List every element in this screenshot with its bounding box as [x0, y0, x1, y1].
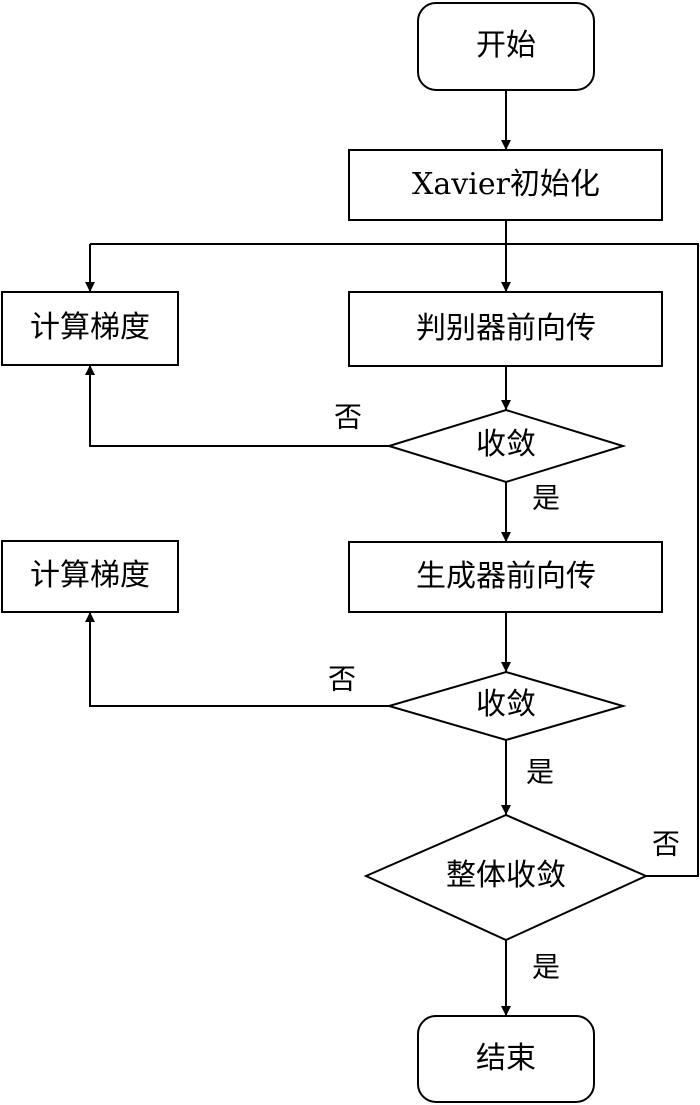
disc-forward-label: 判别器前向传	[416, 311, 596, 346]
disc-gradient-box	[1, 291, 179, 366]
gen-converge-label: 收敛	[476, 687, 536, 722]
disc-gradient-node: 计算梯度	[1, 291, 179, 366]
overall-yes-label: 是	[532, 951, 560, 984]
overall-no-label: 否	[652, 828, 680, 861]
gen-forward-node: 生成器前向传	[348, 541, 663, 613]
end-node: 结束	[417, 1015, 595, 1103]
init-label: Xavier初始化	[412, 167, 600, 202]
start-terminator	[417, 2, 595, 91]
gen-yes-label: 是	[526, 756, 554, 789]
edge-gen-no-to-grad	[85, 612, 389, 707]
disc-gradient-label: 计算梯度	[30, 310, 150, 345]
start-label: 开始	[476, 28, 536, 63]
end-label: 结束	[476, 1041, 536, 1076]
disc-yes-label: 是	[532, 482, 560, 515]
disc-converge-node: 收敛	[385, 408, 627, 484]
disc-no-label: 否	[334, 401, 362, 434]
start-node: 开始	[417, 2, 595, 91]
init-node: Xavier初始化	[348, 149, 663, 221]
gen-gradient-box	[1, 540, 179, 613]
gen-gradient-node: 计算梯度	[1, 540, 179, 613]
gen-converge-node: 收敛	[385, 670, 627, 742]
disc-forward-node: 判别器前向传	[348, 291, 663, 367]
disc-forward-box	[348, 291, 663, 367]
top-loop-line	[90, 243, 699, 877]
edge-disc-no-to-grad	[85, 365, 389, 447]
disc-converge-diamond	[385, 408, 627, 484]
init-process	[348, 149, 663, 221]
gen-gradient-label: 计算梯度	[30, 558, 150, 593]
gen-converge-diamond	[385, 670, 627, 742]
gen-forward-label: 生成器前向传	[416, 559, 596, 594]
disc-converge-label: 收敛	[476, 427, 536, 462]
gen-no-label: 否	[328, 663, 356, 696]
overall-converge-label: 整体收敛	[446, 858, 566, 893]
gen-forward-box	[348, 541, 663, 613]
overall-converge-diamond	[363, 813, 649, 942]
overall-converge-node: 整体收敛	[363, 813, 649, 942]
end-terminator	[417, 1015, 595, 1103]
